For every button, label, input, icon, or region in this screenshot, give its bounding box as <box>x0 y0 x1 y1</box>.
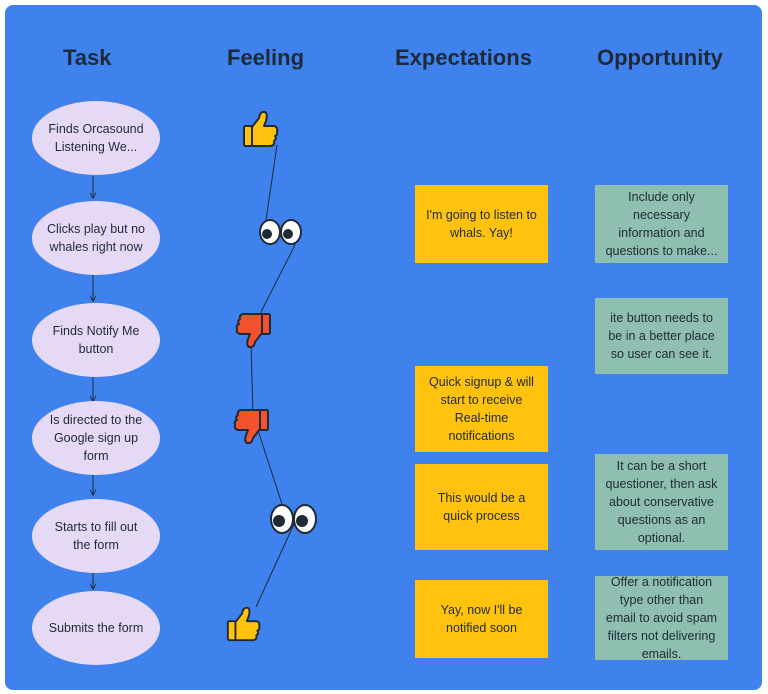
expectations-header: Expectations <box>395 45 532 70</box>
feeling-header: Feeling <box>227 45 305 70</box>
task-bubble-6: Submits the form <box>32 591 160 665</box>
expectation-note-2: Quick signup & will start to receive Rea… <box>415 366 548 452</box>
task-bubble-3: Finds Notify Me button <box>32 303 160 377</box>
opportunity-note-4: Offer a notification type other than ema… <box>595 575 728 661</box>
thumbs-up-icon <box>226 606 261 642</box>
thumbs-down-icon <box>235 313 271 349</box>
eyes-icon <box>259 219 302 245</box>
task-bubble-5: Starts to fill out the form <box>32 499 160 573</box>
task-bubble-1: Finds Orcasound Listening We... <box>32 101 160 175</box>
expectation-note-1: I'm going to listen to whals. Yay! <box>415 185 548 263</box>
feeling-line <box>250 144 296 608</box>
task-bubble-2: Clicks play but no whales right now <box>32 201 160 275</box>
task-bubble-4: Is directed to the Google sign up form <box>32 401 160 475</box>
opportunity-note-3: It can be a short questioner, then ask a… <box>595 454 728 550</box>
expectation-note-4: Yay, now I'll be notified soon <box>415 580 548 658</box>
expectation-note-3: This would be a quick process <box>415 464 548 550</box>
opportunity-header: Opportunity <box>597 45 723 70</box>
opportunity-note-2: ite button needs to be in a better place… <box>595 298 728 374</box>
task-header: Task <box>63 45 112 70</box>
opportunity-note-1: Include only necessary information and q… <box>595 185 728 263</box>
thumbs-down-icon <box>233 409 269 445</box>
eyes-icon <box>270 504 317 534</box>
thumbs-up-icon <box>243 110 279 147</box>
journey-map-board: Task Feeling Expectations Opportunity Fi… <box>5 5 762 690</box>
